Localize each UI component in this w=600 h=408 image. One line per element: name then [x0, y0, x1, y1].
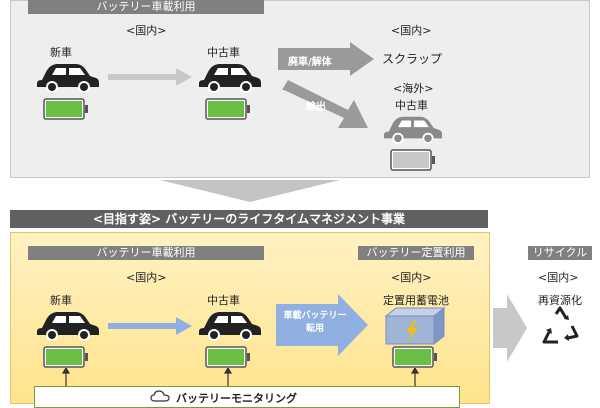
recycle-header: リサイクル — [528, 246, 592, 260]
recycle-text: 再資源化 — [538, 294, 582, 307]
export-arrow-label: 輸出 — [306, 102, 326, 113]
arrow-new-to-used-bottom — [108, 317, 192, 335]
reuse-arrow-label: 車載バッテリー 転用 — [283, 311, 347, 334]
domestic-label-top: <国内> — [126, 24, 167, 37]
domestic-label-bottom: <国内> — [126, 271, 167, 284]
storage-battery-icon — [384, 306, 446, 346]
arrow-new-to-used-top — [108, 68, 192, 86]
stationary-domestic-label: <国内> — [391, 271, 432, 284]
target-state-title: <目指す姿> バッテリーのライフタイムマネジメント事業 — [10, 210, 488, 228]
transition-chevron-down — [160, 180, 340, 202]
new-car-label-bottom: 新車 — [50, 294, 72, 307]
new-car-icon-bottom — [37, 312, 99, 341]
storage-battery-label: 定置用蓄電池 — [383, 294, 449, 307]
onboard-use-header-bottom: バッテリー車載利用 — [28, 246, 264, 260]
scrap-domestic-label: <国内> — [391, 24, 432, 37]
battery-icon-new-bottom — [43, 346, 88, 368]
new-car-label-top: 新車 — [50, 46, 72, 59]
monitoring-label: バッテリーモニタリング — [176, 392, 297, 405]
export-arrow — [282, 80, 368, 128]
used-car-icon-bottom — [199, 312, 261, 341]
overseas-label: <海外> — [393, 82, 434, 95]
recycle-arrow — [493, 294, 527, 362]
new-car-icon-top — [37, 64, 99, 93]
cloud-icon — [150, 390, 170, 402]
battery-icon-storage — [392, 346, 437, 368]
recycle-icon — [542, 306, 579, 344]
battery-icon-new-top — [43, 98, 88, 120]
used-car-label-bottom: 中古車 — [207, 294, 240, 307]
stationary-use-header: バッテリー定置利用 — [358, 246, 474, 260]
scrap-arrow-label: 廃車/解体 — [288, 57, 332, 68]
onboard-use-header-top: バッテリー車載利用 — [28, 0, 264, 14]
overseas-car-icon — [383, 116, 443, 144]
scrap-arrow — [278, 42, 374, 76]
battery-icon-used-bottom — [205, 346, 250, 368]
recycle-domestic-label: <国内> — [538, 271, 579, 284]
used-car-icon-top — [199, 64, 261, 93]
used-car-label-top: 中古車 — [207, 46, 240, 59]
reuse-arrow — [276, 294, 368, 356]
monitoring-connectors — [61, 368, 420, 388]
battery-icon-overseas — [390, 149, 435, 171]
overseas-used-car-label: 中古車 — [395, 99, 428, 112]
battery-icon-used-top — [205, 98, 250, 120]
scrap-label: スクラップ — [382, 52, 443, 66]
